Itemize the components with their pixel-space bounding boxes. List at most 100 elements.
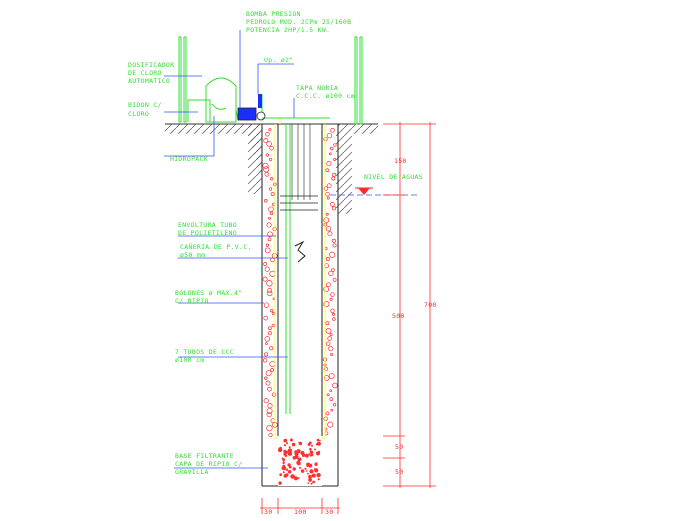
gravel-stone: [266, 141, 272, 147]
base-gravel-stone: [283, 474, 288, 478]
gravel-stone: [263, 138, 269, 144]
gravel-stone: [265, 370, 272, 377]
base-label-line2: CAPA DE RIPIO C/: [175, 460, 242, 468]
gravel-stone: [323, 301, 330, 308]
gravel-stone: [329, 251, 336, 258]
gravel-stone: [325, 168, 330, 173]
dimension-700: 700: [424, 301, 437, 309]
bolones-label-line2: C/ RIPIO: [175, 297, 209, 305]
base-gravel-stone: [282, 471, 285, 474]
base-gravel-stone: [308, 474, 312, 479]
ground: [165, 123, 378, 214]
gravel-stone: [262, 276, 268, 282]
base-label-line3: GRAVILLA: [175, 468, 209, 476]
gravel-stone: [270, 177, 274, 181]
gravel-stone: [331, 268, 335, 272]
gravel-stone: [265, 243, 269, 247]
gravel-stone: [330, 308, 335, 313]
base-gravel-stone: [306, 465, 309, 468]
gravel-stone: [330, 128, 335, 133]
gravel-stone: [270, 418, 276, 424]
gravel-stone: [330, 202, 335, 207]
base-gravel-stone: [281, 465, 287, 471]
envoltura-label-line1: ENVOLTURA TUBO: [178, 221, 237, 229]
gravel-stone: [269, 360, 276, 368]
gravel-stone: [330, 292, 335, 297]
gravel-stone: [332, 312, 336, 316]
base-gravel-stone: [308, 453, 310, 455]
base-gravel-stone: [285, 468, 289, 471]
gravel-stone: [270, 368, 275, 372]
gravel-stone: [269, 211, 274, 216]
dimension-50-a: 50: [395, 443, 403, 451]
bidon-label-line2: CLORO: [128, 110, 149, 118]
gravel-stone: [263, 315, 269, 321]
pump-label-line3: POTENCIA 2HP/1.5 KW.: [246, 26, 330, 34]
gravel-stone: [271, 392, 277, 397]
gravel-stone: [267, 403, 273, 409]
gravel-stone: [262, 162, 269, 169]
gravel-stone: [264, 199, 268, 203]
gravel-stone: [329, 389, 333, 393]
base-gravel-stone: [278, 481, 282, 485]
base-gravel-stone: [281, 457, 284, 460]
gravel-stone: [264, 336, 271, 342]
gravel-stone: [266, 411, 272, 418]
gravel-stone: [326, 393, 330, 397]
gravel-stone: [267, 237, 272, 242]
gravel-stone: [329, 333, 333, 337]
dosificador-label-line1: DOSIFICADOR: [128, 61, 174, 69]
labels: BOMBA PRESION PEDROLO MOD. 2CPm 25/160B …: [128, 10, 423, 476]
gravel-stone: [262, 358, 268, 363]
base-filter-gravel: [277, 438, 321, 485]
tubos-label-line1: 7 TUBOS DE CCC: [175, 348, 234, 356]
gravel-stone: [323, 286, 330, 293]
tubos-label-line2: ø100 cm: [175, 356, 205, 364]
base-gravel-stone: [318, 450, 321, 453]
gravel-stone: [332, 243, 337, 248]
gravel-stone: [268, 326, 272, 331]
base-gravel-stone: [312, 480, 315, 484]
gravel-stone: [330, 146, 334, 151]
base-gravel-stone: [314, 462, 318, 466]
gravel-stone: [330, 408, 334, 412]
base-gravel-stone: [289, 438, 293, 442]
gravel-stone: [325, 257, 330, 262]
gravel-stone: [265, 380, 271, 386]
gravel-stone: [265, 153, 270, 157]
gravel-stone: [327, 231, 333, 237]
gravel-stone: [329, 297, 333, 301]
gravel-stone: [323, 416, 328, 422]
gravel-stone: [269, 270, 276, 277]
gravel-stone: [330, 352, 334, 357]
gravel-stone: [326, 161, 332, 167]
gravel-stone: [326, 196, 330, 200]
base-gravel-stone: [317, 478, 320, 481]
base-gravel-stone: [311, 473, 316, 478]
gravel-stone: [265, 132, 270, 137]
gravel-stone: [267, 288, 273, 294]
base-gravel-stone: [307, 472, 309, 475]
gravel-stone: [267, 231, 273, 238]
dosificador-label-line3: AUTOMATICO: [128, 77, 170, 85]
gravel-stone: [328, 346, 334, 352]
base-gravel-stone: [300, 451, 305, 455]
base-gravel-stone: [283, 444, 286, 447]
base-gravel-stone: [297, 458, 301, 461]
gravel-stone: [333, 143, 337, 147]
gravel-stone: [332, 172, 337, 177]
dimension-width-30-left: 30: [264, 508, 272, 516]
base-gravel-stone: [316, 441, 321, 446]
base-gravel-stone: [287, 463, 291, 467]
gravel-stone: [268, 206, 274, 212]
base-gravel-stone: [316, 472, 321, 478]
base-gravel-stone: [294, 450, 298, 454]
base-gravel-stone: [298, 441, 301, 444]
nivel-label: NIVEL DE AGUAS: [364, 173, 423, 181]
hidropack-label: HIDROPACK: [170, 155, 208, 163]
up-label: Up. ø2": [264, 56, 294, 64]
pump-label-line1: BOMBA PRESION: [246, 10, 301, 18]
base-gravel-stone: [316, 438, 320, 442]
base-gravel-stone: [294, 476, 298, 481]
